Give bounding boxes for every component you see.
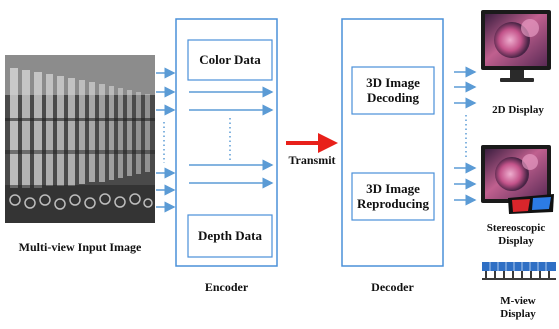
encoder-label: Encoder [204,280,249,294]
reproducing-label: 3D Image Reproducing [357,181,429,211]
monitor-2d-icon [481,10,551,82]
decoder-box [341,18,444,267]
display-mview-label: M-view Display [500,295,536,321]
reproducing-box [351,172,435,221]
display-2d-label: 2D Display [492,104,544,116]
input-label: Multi-view Input Image [18,240,142,254]
color-data-box [187,39,273,81]
monitor-stereo-icon [481,145,551,209]
multiview-array-icon [482,262,556,280]
output-arrows [454,66,477,206]
decoder-label: Decoder [371,280,414,294]
transmit-label: Transmit [288,153,336,167]
input-photo [5,55,155,223]
depth-data-label: Depth Data [198,227,262,243]
depth-data-box [187,214,273,258]
color-data-label: Color Data [199,51,261,67]
3d-glasses-icon [508,194,554,214]
decoding-label: 3D Image Decoding [366,75,420,105]
encoder-arrows [189,86,274,189]
input-arrows [156,67,176,213]
decoding-box [351,66,435,115]
display-stereo-label: Stereoscopic Display [486,222,546,248]
